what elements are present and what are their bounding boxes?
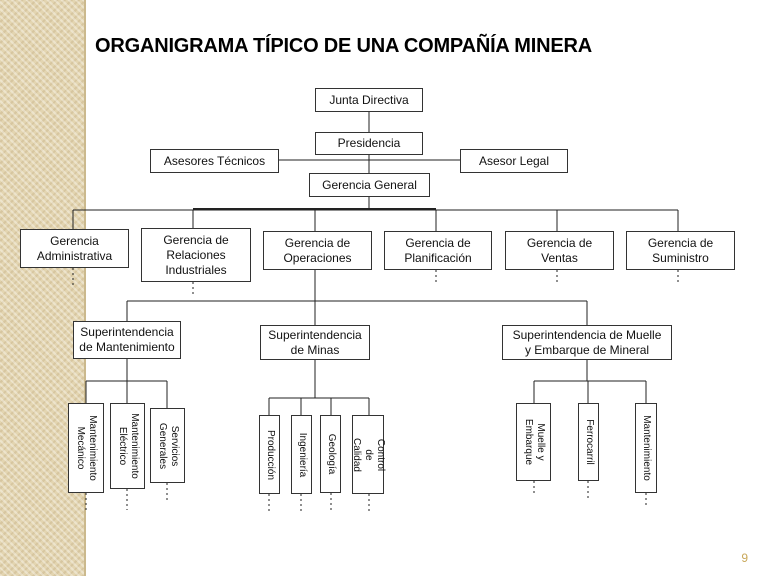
node-gerencia-relaciones-industriales: Gerencia de Relaciones Industriales xyxy=(141,228,251,282)
node-gerencia-operaciones: Gerencia de Operaciones xyxy=(263,231,372,270)
node-gerencia-suministro: Gerencia de Suministro xyxy=(626,231,735,270)
node-asesores-tecnicos: Asesores Técnicos xyxy=(150,149,279,173)
node-muelle-embarque: Muelle y Embarque xyxy=(516,403,551,481)
node-control-calidad: Control de Calidad xyxy=(351,415,386,494)
node-ferrocarril: Ferrocarril xyxy=(578,403,599,481)
node-label: Producción xyxy=(264,429,276,480)
node-label: Servicios Generales xyxy=(156,422,180,469)
node-geologia: Geología xyxy=(320,415,341,493)
node-superintendencia-minas: Superintendencia de Minas xyxy=(260,325,370,360)
node-superintendencia-muelle: Superintendencia de Muelle y Embarque de… xyxy=(502,325,672,360)
node-junta-directiva: Junta Directiva xyxy=(315,88,423,112)
decorative-sidebar xyxy=(0,0,84,576)
node-gerencia-planificacion: Gerencia de Planificación xyxy=(384,231,492,270)
node-gerencia-general: Gerencia General xyxy=(309,173,430,197)
node-label: Ingeniería xyxy=(296,432,308,477)
node-label: Control de Calidad xyxy=(351,437,386,472)
slide-title: ORGANIGRAMA TÍPICO DE UNA COMPAÑÍA MINER… xyxy=(95,35,592,57)
node-mantenimiento-muelle: Mantenimiento xyxy=(635,403,657,493)
node-label: Mantenimiento Mecánico xyxy=(75,415,98,481)
node-superintendencia-mantenimiento: Superintendencia de Mantenimiento xyxy=(73,321,181,359)
node-mantenimiento-mecanico: Mantenimiento Mecánico xyxy=(68,403,104,493)
node-mantenimiento-electrico: Mantenimiento Eléctrico xyxy=(110,403,145,489)
node-gerencia-ventas: Gerencia de Ventas xyxy=(505,231,614,270)
node-label: Ferrocarril xyxy=(583,419,595,465)
sidebar-divider xyxy=(84,0,86,576)
node-gerencia-administrativa: Gerencia Administrativa xyxy=(20,229,129,268)
node-label: Mantenimiento xyxy=(641,415,652,481)
node-label: Muelle y Embarque xyxy=(522,418,546,466)
node-presidencia: Presidencia xyxy=(315,132,423,155)
node-produccion: Producción xyxy=(259,415,280,494)
node-ingenieria: Ingeniería xyxy=(291,415,312,494)
page-number: 9 xyxy=(741,551,748,565)
node-label: Mantenimiento Eléctrico xyxy=(116,413,140,479)
node-label: Geología xyxy=(325,433,337,475)
node-asesor-legal: Asesor Legal xyxy=(460,149,568,173)
node-servicios-generales: Servicios Generales xyxy=(150,408,185,483)
